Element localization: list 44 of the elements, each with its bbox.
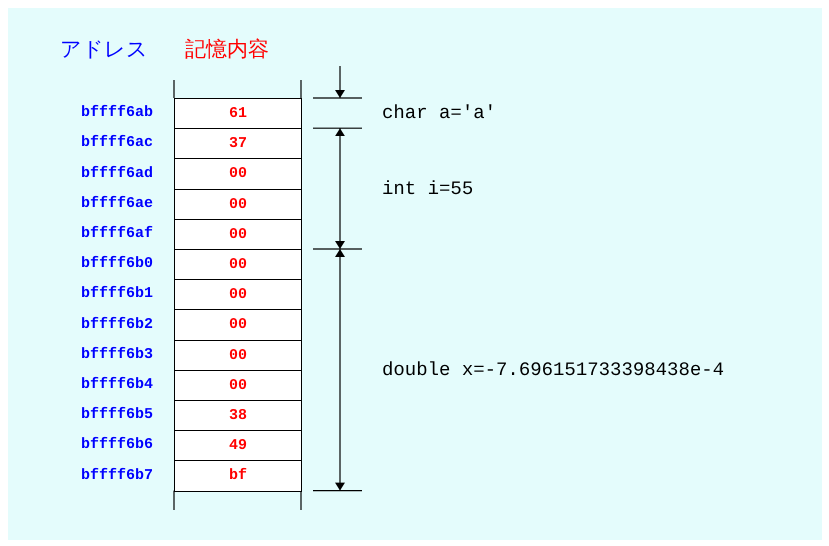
byte-value: 61 bbox=[228, 105, 247, 122]
address-label: bffff6b5 bbox=[80, 406, 153, 424]
address-label: bffff6b7 bbox=[80, 466, 153, 484]
memory-cell bbox=[174, 460, 302, 492]
byte-value: 00 bbox=[228, 346, 247, 364]
variable-declaration: double x=-7.696151733398438e-4 bbox=[382, 358, 724, 381]
memory-cell bbox=[174, 249, 302, 280]
byte-value: 38 bbox=[228, 407, 247, 424]
byte-value: 00 bbox=[228, 196, 247, 213]
address-label: bffff6ad bbox=[80, 164, 153, 182]
byte-value: 00 bbox=[228, 226, 247, 243]
memory-cell bbox=[174, 128, 302, 160]
address-label: bffff6ae bbox=[80, 194, 153, 213]
address-label: bffff6b2 bbox=[80, 316, 153, 334]
byte-value: 00 bbox=[228, 376, 247, 394]
address-label: bffff6ab bbox=[80, 104, 153, 122]
variable-declaration: char a='a' bbox=[382, 102, 496, 124]
memory-cell bbox=[174, 98, 302, 130]
byte-value: 00 bbox=[228, 316, 247, 334]
byte-value: 49 bbox=[228, 437, 247, 454]
byte-value: 00 bbox=[228, 256, 247, 274]
memory-cell bbox=[174, 279, 302, 310]
address-label: bffff6b0 bbox=[80, 255, 153, 274]
address-label: bffff6af bbox=[80, 224, 153, 243]
byte-value: 37 bbox=[228, 135, 247, 152]
address-label: bffff6ac bbox=[80, 134, 153, 152]
memory-cell bbox=[174, 370, 302, 401]
memory-cell bbox=[174, 430, 302, 462]
address-label: bffff6b6 bbox=[80, 436, 153, 454]
address-label: bffff6b3 bbox=[80, 346, 153, 364]
memory-cell bbox=[174, 309, 302, 341]
byte-value: bf bbox=[228, 467, 247, 484]
memory-cell bbox=[174, 158, 302, 190]
memory-cell bbox=[174, 340, 302, 371]
variable-declaration: int i=55 bbox=[382, 178, 474, 200]
memory-cell bbox=[174, 218, 302, 250]
memory-cell bbox=[174, 400, 302, 432]
byte-value: 00 bbox=[228, 165, 247, 182]
column-header: 記憶内容 bbox=[185, 36, 269, 62]
byte-value: 00 bbox=[228, 286, 247, 304]
address-label: bffff6b1 bbox=[80, 285, 153, 304]
column-header: アドレス bbox=[60, 36, 148, 62]
address-label: bffff6b4 bbox=[80, 376, 153, 394]
memory-cell bbox=[174, 188, 302, 220]
